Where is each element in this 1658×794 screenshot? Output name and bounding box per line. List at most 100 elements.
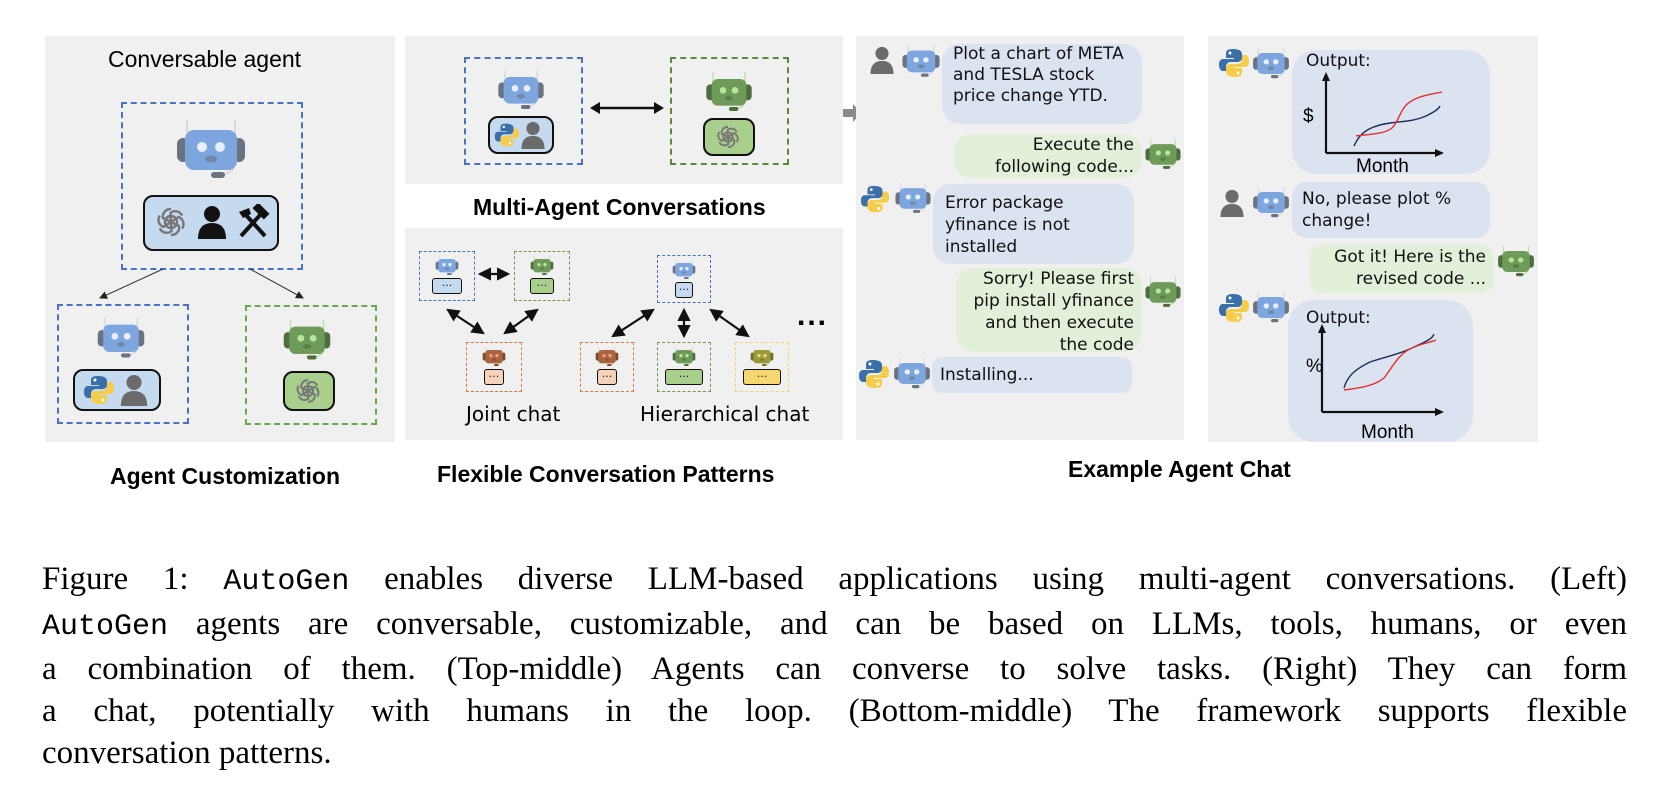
pattern-arrows xyxy=(446,267,750,339)
capability-box: ... xyxy=(665,367,703,385)
chart-y-label: $ xyxy=(1303,106,1314,127)
message-text: Error package yfinance is not installed xyxy=(945,193,1070,257)
capability-box: ... xyxy=(743,368,781,385)
chart-y-arrow xyxy=(1322,72,1330,81)
chat-message: Got it! Here is the revised code ... xyxy=(1310,245,1494,293)
robot-icon xyxy=(703,71,755,115)
agent-customization-label: Agent Customization xyxy=(110,463,340,489)
capability-box xyxy=(73,369,161,411)
chart-line-series-navy xyxy=(1353,105,1441,147)
message-text: Plot a chart of META and TESLA stock pri… xyxy=(953,44,1124,106)
robot-icon xyxy=(173,118,249,184)
message-text: Execute the following code... xyxy=(994,135,1134,177)
robot-icon xyxy=(495,69,547,113)
chat-message: Error package yfinance is not installed xyxy=(933,184,1134,264)
message-text: Sorry! Please first pip install yfinance… xyxy=(973,269,1134,355)
autogen-code-name: AutoGen xyxy=(223,565,350,599)
message-text: Output: xyxy=(1306,51,1371,71)
chat-message: Installing... xyxy=(932,357,1132,393)
tools-icon xyxy=(235,202,271,240)
placeholder-text: ... xyxy=(678,367,690,380)
robot-icon xyxy=(1251,185,1291,221)
caption-text: a chat, potentially with humans in the l… xyxy=(42,693,1627,729)
robot-icon xyxy=(1143,276,1183,310)
pattern-agent-box: ... xyxy=(657,255,711,303)
chat-message: No, please plot % change! xyxy=(1292,182,1490,238)
openai-icon xyxy=(153,204,189,240)
hier-arrow-left xyxy=(611,308,655,338)
caption-text: Figure 1: xyxy=(42,561,224,597)
robot-icon xyxy=(1251,290,1291,326)
pattern-agent-box: ... xyxy=(657,342,711,392)
example-agent-chat-label: Example Agent Chat xyxy=(1068,456,1291,482)
caption-text: a combination of them. (Top-middle) Agen… xyxy=(42,651,1627,687)
agent-box-blue xyxy=(464,57,583,165)
python-icon xyxy=(860,184,890,214)
arrow-to-blue-agent xyxy=(99,268,164,299)
autogen-code-name: AutoGen xyxy=(42,610,169,644)
chart-y-arrow xyxy=(1318,324,1326,333)
conversable-agent-title: Conversable agent xyxy=(108,46,302,72)
joint-arrow-left xyxy=(446,308,485,335)
figure-caption: Figure 1: AutoGen enables diverse LLM-ba… xyxy=(42,558,1627,774)
robot-icon xyxy=(900,44,942,80)
placeholder-text: ... xyxy=(678,280,690,293)
robot-icon xyxy=(671,259,697,281)
output-chart-percent xyxy=(1318,324,1444,416)
custom-agent-box-blue xyxy=(57,304,189,424)
chart-x-label: Month xyxy=(1356,156,1409,177)
caption-line: conversation patterns. xyxy=(42,732,1627,774)
chat-message: Sorry! Please first pip install yfinance… xyxy=(956,268,1142,355)
robot-icon xyxy=(594,346,620,368)
caption-line: a combination of them. (Top-middle) Agen… xyxy=(42,648,1627,690)
capability-box: ... xyxy=(484,367,504,385)
openai-icon xyxy=(714,123,742,151)
caption-text: agents are conversable, customizable, an… xyxy=(168,606,1627,642)
robot-icon xyxy=(529,255,555,277)
capability-box xyxy=(143,195,279,251)
message-text: Output: xyxy=(1306,308,1371,328)
pattern-agent-box: ... xyxy=(580,342,634,392)
robot-icon xyxy=(281,318,333,364)
output-chart-dollar xyxy=(1322,72,1444,157)
placeholder-text: ... xyxy=(488,367,500,380)
bidirectional-arrow xyxy=(590,102,664,114)
chat-message: Execute the following code... xyxy=(954,134,1142,178)
placeholder-text: ... xyxy=(601,367,613,380)
pattern-agent-box: ... xyxy=(466,342,522,392)
pattern-agent-box: ... xyxy=(735,342,789,392)
hierarchical-chat-label: Hierarchical chat xyxy=(640,402,810,426)
human-icon xyxy=(119,374,149,406)
human-icon xyxy=(868,46,896,74)
chart-line-series-red xyxy=(1355,91,1443,137)
agent-box-green xyxy=(670,57,789,165)
chart-line-series-red xyxy=(1343,339,1437,391)
chat-message-chart: Output: % Month xyxy=(1288,300,1473,443)
robot-icon xyxy=(1251,46,1291,82)
joint-arrow-right xyxy=(503,308,539,335)
human-icon xyxy=(197,204,227,240)
capability-box: ... xyxy=(432,276,462,294)
robot-icon xyxy=(1143,138,1183,172)
message-text: Got it! Here is the revised code ... xyxy=(1334,247,1486,289)
robot-icon xyxy=(95,316,147,362)
capability-box: ... xyxy=(675,280,693,298)
more-patterns-ellipsis: ... xyxy=(797,299,829,332)
joint-chat-label: Joint chat xyxy=(466,402,561,426)
chart-x-label: Month xyxy=(1361,422,1414,443)
capability-box xyxy=(283,371,335,411)
arrow-to-green-agent xyxy=(249,268,304,299)
human-icon xyxy=(1218,189,1246,217)
custom-agent-box-green xyxy=(245,305,377,425)
message-text: No, please plot % change! xyxy=(1302,189,1452,231)
placeholder-text: ... xyxy=(441,276,453,289)
python-icon xyxy=(1218,47,1250,79)
message-text: Installing... xyxy=(940,365,1034,385)
caption-line: Figure 1: AutoGen enables diverse LLM-ba… xyxy=(42,558,1627,603)
robot-icon xyxy=(893,182,933,216)
capability-box xyxy=(488,116,554,154)
robot-icon xyxy=(434,255,460,277)
pattern-agent-box: ... xyxy=(419,251,475,301)
flexible-conversation-patterns-label: Flexible Conversation Patterns xyxy=(437,461,775,487)
hier-arrow-right xyxy=(709,308,750,338)
